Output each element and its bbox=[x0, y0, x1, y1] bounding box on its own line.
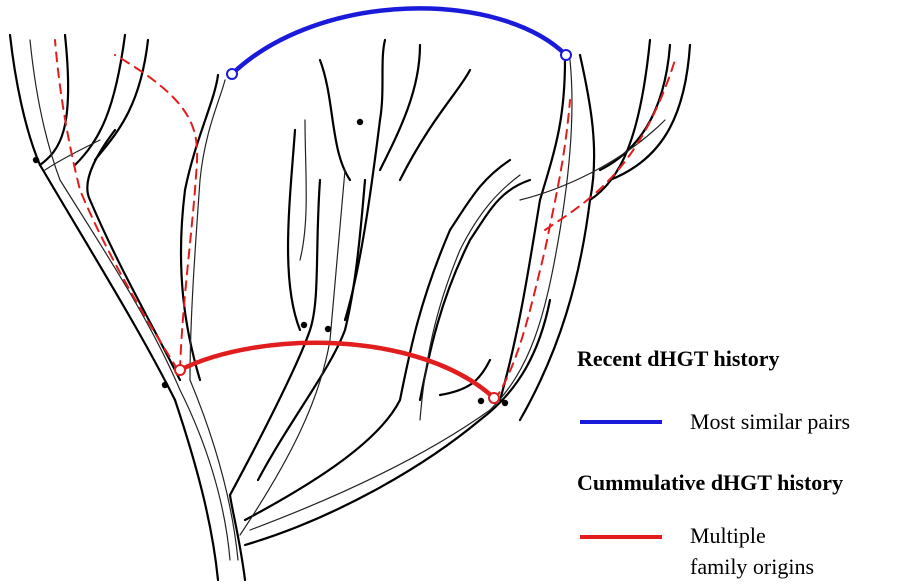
cumulative-dhgt-heading: Cummulative dHGT history bbox=[577, 470, 844, 495]
gene-line-4 bbox=[249, 59, 573, 531]
tree-left-clade-inner bbox=[179, 73, 220, 382]
recent-legend-line bbox=[580, 420, 662, 424]
gene-line-1 bbox=[29, 39, 231, 561]
tree-left-sub-3 bbox=[93, 38, 150, 162]
tree-left-mid bbox=[86, 128, 182, 382]
tree-right-mid bbox=[418, 178, 532, 402]
tree-left-clade-outer bbox=[8, 33, 177, 402]
tree-center-sub-4 bbox=[378, 43, 422, 172]
gene-line-8 bbox=[299, 119, 307, 261]
gene-line-2 bbox=[189, 79, 239, 561]
dashed-path-right-2 bbox=[544, 59, 676, 231]
dashed-path-left bbox=[54, 39, 179, 371]
tree-right-sub-2 bbox=[598, 43, 672, 172]
tree-center-sub-5 bbox=[398, 68, 472, 182]
tree-center-sub-3 bbox=[318, 58, 352, 182]
node-dot bbox=[161, 381, 169, 389]
node-dot bbox=[300, 321, 308, 329]
tree-center-right-wall bbox=[256, 178, 367, 482]
tree-right-sub-3 bbox=[608, 43, 692, 182]
cumulative-arc-endpoint-left bbox=[174, 364, 186, 376]
tree-center-left-wall bbox=[228, 178, 322, 497]
tree-right-inner bbox=[498, 58, 567, 402]
tree-right-upper-wall bbox=[243, 158, 512, 522]
tree-center-sub-2 bbox=[343, 38, 387, 322]
recent-arc-endpoint-left bbox=[226, 68, 238, 80]
node-dot bbox=[32, 156, 40, 164]
node-dot bbox=[501, 399, 509, 407]
tree-left-sub-1 bbox=[38, 33, 70, 167]
tree-trunk-left-wall bbox=[173, 398, 220, 582]
cumulative-legend-label-line2: family origins bbox=[690, 554, 815, 579]
species-tree bbox=[8, 33, 692, 582]
recent-legend-label: Most similar pairs bbox=[690, 409, 851, 434]
gene-line-5 bbox=[419, 174, 521, 421]
cumulative-dhgt-arc bbox=[177, 340, 497, 401]
cumulative-legend-line bbox=[580, 535, 662, 539]
cumulative-legend-label-line1: Multiple bbox=[690, 523, 766, 548]
event-nodes bbox=[32, 118, 509, 407]
recent-arc-endpoint-right bbox=[560, 49, 572, 61]
node-dot bbox=[356, 118, 364, 126]
dashed-path-right bbox=[494, 99, 571, 401]
tree-right-outer bbox=[518, 53, 596, 422]
gene-line-7 bbox=[44, 139, 101, 171]
tree-trunk-right-wall bbox=[228, 493, 247, 582]
recent-dhgt-arc bbox=[229, 6, 569, 77]
node-dot bbox=[477, 397, 485, 405]
dashed-gene-paths bbox=[54, 39, 676, 401]
gene-line-3 bbox=[239, 169, 346, 536]
cumulative-arc-endpoint-right bbox=[488, 392, 500, 404]
recent-dhgt-heading: Recent dHGT history bbox=[577, 346, 780, 371]
node-dot bbox=[324, 325, 332, 333]
tree-right-lower-wall bbox=[243, 298, 552, 547]
gene-lineages bbox=[29, 39, 666, 561]
dashed-path-left-2 bbox=[114, 54, 199, 371]
tree-left-sub-2 bbox=[73, 33, 127, 167]
gene-line-6 bbox=[519, 119, 666, 201]
tree-center-sub-1 bbox=[286, 128, 302, 332]
